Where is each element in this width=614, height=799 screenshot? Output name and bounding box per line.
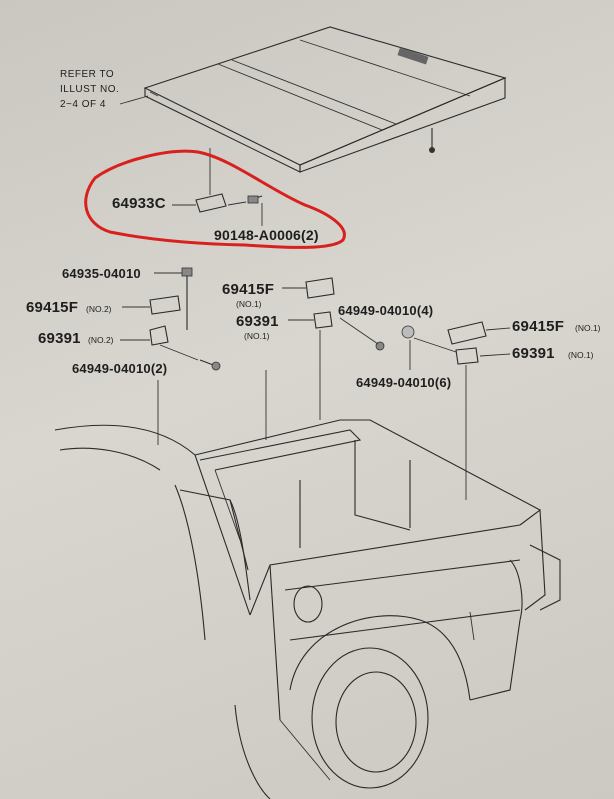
part-qualifier-no1-a: (NO.1) xyxy=(236,299,262,309)
part-qualifier-no2-a: (NO.2) xyxy=(86,304,112,314)
red-highlight-circle xyxy=(84,149,346,249)
bracket-69391-no2 xyxy=(120,325,169,346)
part-qualifier-no1-b: (NO.1) xyxy=(244,331,270,341)
bolt-64949-2 xyxy=(159,344,221,371)
part-label-64949-2: 64949-04010(2) xyxy=(72,361,168,376)
refer-note-line-3: 2~4 OF 4 xyxy=(60,99,106,110)
part-qualifier-no2-b: (NO.2) xyxy=(88,335,114,345)
part-label-69391-no2: 69391 xyxy=(38,330,81,347)
part-label-90148: 90148-A0006(2) xyxy=(214,227,319,243)
part-label-64949-6: 64949-04010(6) xyxy=(356,375,452,390)
bracket-69391-no1-right xyxy=(455,347,511,365)
bolt-64949-6 xyxy=(401,325,457,370)
bolt-64949-4 xyxy=(339,317,385,351)
part-qualifier-no1-c: (NO.1) xyxy=(575,323,601,333)
refer-note-line-1: REFER TO xyxy=(60,69,115,80)
part-label-64949-4: 64949-04010(4) xyxy=(338,303,434,318)
clip-69415f-no1-right xyxy=(447,321,511,345)
part-qualifier-no1-d: (NO.1) xyxy=(568,350,594,360)
part-label-69391-no1-right: 69391 xyxy=(512,345,555,362)
part-label-69415f-no2: 69415F xyxy=(26,299,79,316)
refer-note-line-2: ILLUST NO. xyxy=(60,84,120,95)
bolt-64935 xyxy=(181,267,193,330)
clip-69415f-no2 xyxy=(122,295,181,315)
part-label-64933c: 64933C xyxy=(112,195,166,212)
part-label-64935: 64935-04010 xyxy=(62,266,141,281)
bracket-64933c xyxy=(172,193,247,213)
part-label-69415f-no1-mid: 69415F xyxy=(222,281,275,298)
part-label-69391-no1-mid: 69391 xyxy=(236,313,279,330)
truck-bed xyxy=(54,419,561,799)
clip-69415f-no1-mid xyxy=(282,277,335,299)
tonneau-cover xyxy=(143,26,507,173)
bolt-90148 xyxy=(247,195,263,226)
part-label-69415f-no1-right: 69415F xyxy=(512,318,565,335)
bracket-69391-no1-mid xyxy=(288,311,333,329)
